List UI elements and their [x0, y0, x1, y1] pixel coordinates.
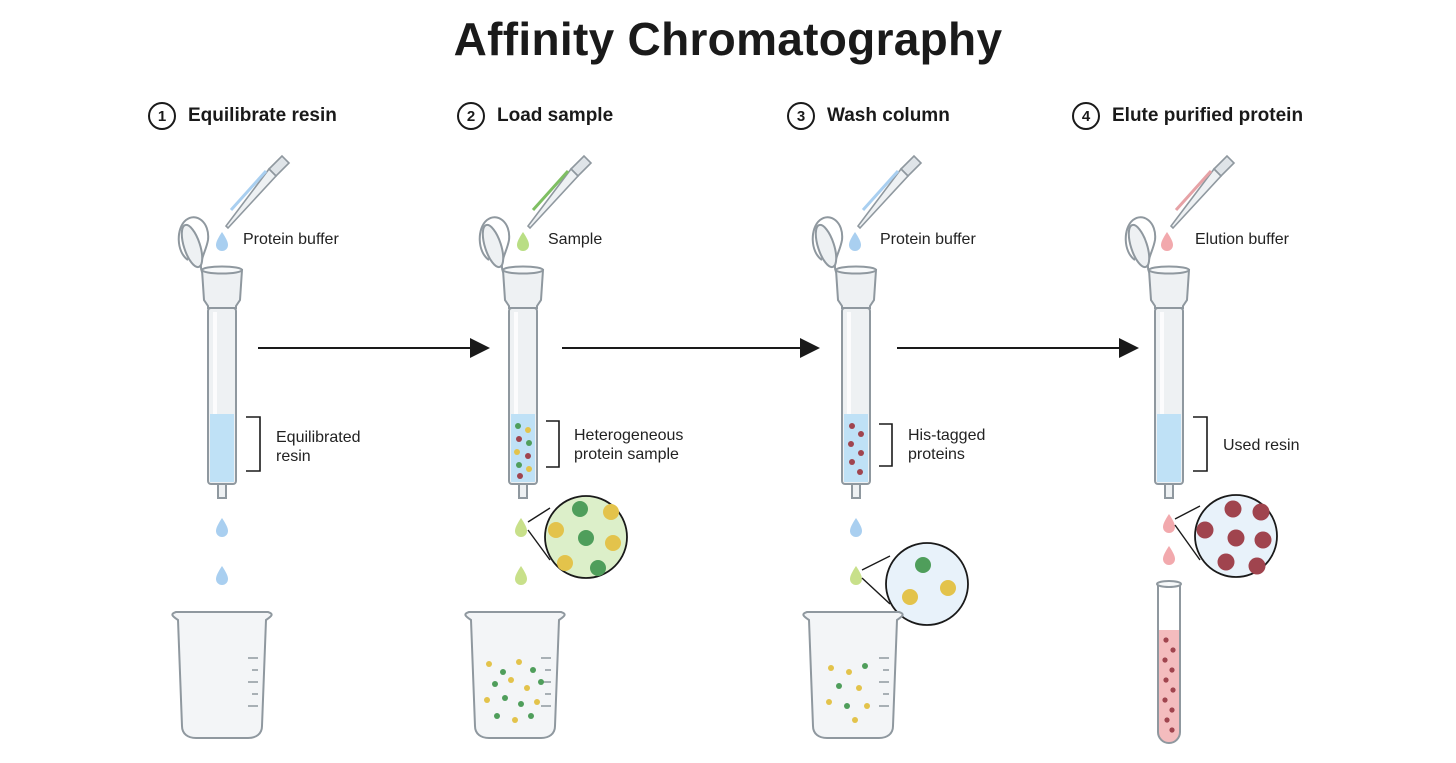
step-1-number: 1: [148, 102, 176, 130]
step-1-resin-label-line2: resin: [276, 448, 311, 465]
step-4-elution-label: Elution buffer: [1195, 231, 1289, 248]
step-4-label: Elute purified protein: [1112, 105, 1304, 126]
diagram-title: Affinity Chromatography: [453, 13, 1003, 65]
step-2-column-label-line1: Heterogeneous: [574, 427, 684, 444]
step-4-drip-1: [1163, 514, 1175, 533]
step-1-label: Equilibrate resin: [188, 105, 337, 126]
step-3-buffer-label: Protein buffer: [880, 231, 976, 248]
step-4-column-label: Used resin: [1223, 437, 1300, 454]
step-3-drip-2: [850, 566, 862, 585]
step-3-heading: 3 Wash column: [787, 100, 950, 132]
step-2-sample-label: Sample: [548, 231, 603, 248]
step-1-bracket: [246, 416, 261, 472]
step-2-label: Load sample: [497, 105, 614, 126]
step-4-number: 4: [1072, 102, 1100, 130]
step-4-bracket: [1193, 416, 1208, 472]
step-2-pipette: [527, 155, 592, 229]
step-4-column: [1123, 216, 1190, 499]
step-1-column: [176, 216, 243, 499]
step-3-column-label-line2: proteins: [908, 446, 965, 463]
step-1-buffer-label: Protein buffer: [243, 231, 339, 248]
step-1-drip-1: [216, 518, 228, 537]
step-1-buffer-drop: [216, 232, 228, 251]
step-2-drip-2: [515, 566, 527, 585]
step-4-drip-2: [1163, 546, 1175, 565]
step-1-resin-label-line1: Equilibrated: [276, 429, 361, 446]
step-2-zoom-inset: [527, 495, 628, 579]
step-2-drip-1: [515, 518, 527, 537]
step-3-bracket: [879, 423, 893, 467]
step-3-label: Wash column: [827, 105, 950, 126]
step-3-drip-1: [850, 518, 862, 537]
step-4-pipette: [1170, 155, 1235, 229]
step-2-heading: 2 Load sample: [457, 100, 613, 132]
step-2-column: [477, 216, 544, 499]
step-3-beaker: [802, 611, 904, 739]
step-2-beaker: [464, 611, 566, 739]
step-3-buffer-drop: [849, 232, 861, 251]
step-2-column-label-line2: protein sample: [574, 446, 679, 463]
step-3-pipette: [857, 155, 922, 229]
step-3-number: 3: [787, 102, 815, 130]
step-2-number: 2: [457, 102, 485, 130]
step-4-elution-drop: [1161, 232, 1173, 251]
step-2-sample-drop: [517, 232, 529, 251]
step-1-heading: 1 Equilibrate resin: [148, 100, 337, 132]
step-1-beaker: [171, 611, 273, 739]
step-3-column-label-line1: His-tagged: [908, 427, 986, 444]
step-1-drip-2: [216, 566, 228, 585]
step-3-zoom-inset: [861, 542, 969, 626]
step-2-bracket: [546, 420, 560, 468]
step-3-column: [810, 216, 877, 499]
step-4-zoom-inset: [1174, 494, 1278, 578]
step-4-heading: 4 Elute purified protein: [1072, 100, 1303, 132]
step-4-collection-tube: [1156, 580, 1182, 744]
step-1-pipette: [225, 155, 290, 229]
